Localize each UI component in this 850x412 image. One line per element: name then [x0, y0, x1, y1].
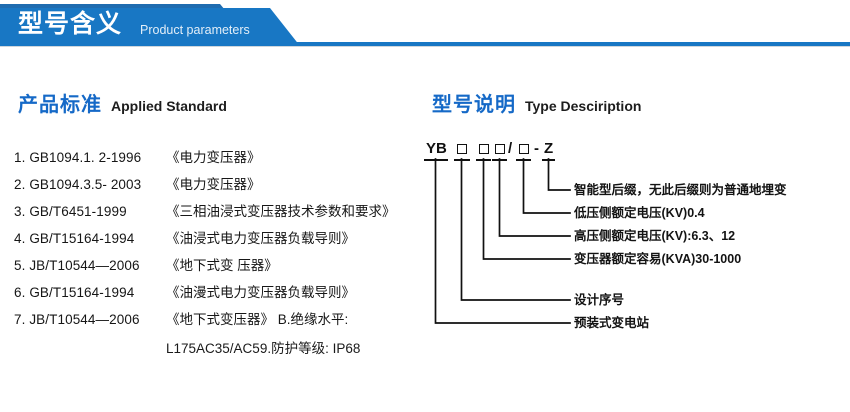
model-code-prefix: YB [426, 140, 447, 157]
model-code-suffix: Z [544, 140, 554, 157]
list-item: 1. GB1094.1. 2-1996 《电力变压器》 [14, 146, 434, 173]
model-code-box-4 [519, 144, 529, 154]
leader-design-serial [460, 158, 571, 301]
standard-name: 《地下式变压器》 B.绝缘水平: [166, 312, 349, 327]
section-heading-cn: 型号说明 [432, 94, 516, 116]
standard-name: 《油浸式电力变压器负载导则》 [166, 231, 355, 246]
banner-title: 型号含义 [18, 10, 123, 38]
list-item: 7. JB/T10544—2006 《地下式变压器》 B.绝缘水平: [14, 308, 434, 335]
leader-hv-rated-voltage [498, 158, 571, 237]
model-code-box-1 [457, 144, 467, 154]
standard-code: 7. JB/T10544—2006 [14, 312, 140, 327]
callout-hv-rated-voltage: 高压侧额定电压(KV):6.3、12 [574, 229, 736, 243]
standards-continuation: L175AC35/AC59.防护等级: IP68 [166, 341, 361, 356]
standard-code: 2. GB1094.3.5- 2003 [14, 177, 142, 192]
standard-name: 《油漫式电力变压器负载导则》 [166, 285, 355, 300]
banner-rule-line [288, 42, 850, 46]
standard-code: 1. GB1094.1. 2-1996 [14, 150, 142, 165]
model-code-slash: / [508, 140, 513, 157]
callout-smart-suffix: 智能型后缀，无此后缀则为普通地埋变 [574, 183, 787, 197]
list-item: 4. GB/T15164-1994 《油浸式电力变压器负载导则》 [14, 227, 434, 254]
model-code-diagram: YB / - Z 智能型后缀，无此后缀则为普通地埋变 低压侧额定电压(KV)0.… [420, 140, 850, 350]
model-code-box-3 [495, 144, 505, 154]
page-header-banner: 型号含义 Product parameters [0, 0, 850, 54]
standard-name: 《三相油浸式变压器技术参数和要求》 [166, 204, 396, 219]
standard-code: 5. JB/T10544—2006 [14, 258, 140, 273]
banner-subtitle: Product parameters [140, 23, 250, 37]
section-heading-type-description: 型号说明 Type Desciription [432, 88, 641, 117]
leader-smart-suffix [547, 158, 571, 191]
leader-lv-rated-voltage [522, 158, 571, 214]
model-code-box-2 [479, 144, 489, 154]
callout-lv-rated-voltage: 低压侧额定电压(KV)0.4 [574, 206, 705, 220]
standard-name: 《地下式变 压器》 [166, 258, 278, 273]
standard-code: 4. GB/T15164-1994 [14, 231, 135, 246]
standard-name: 《电力变压器》 [166, 150, 261, 165]
model-code-dash: - [534, 140, 539, 157]
leader-rated-capacity [482, 158, 571, 260]
callout-prefab-substation: 预装式变电站 [574, 316, 650, 330]
standard-code: 6. GB/T15164-1994 [14, 285, 135, 300]
list-item: 3. GB/T6451-1999 《三相油浸式变压器技术参数和要求》 [14, 200, 434, 227]
callout-rated-capacity: 变压器额定容易(KVA)30-1000 [574, 252, 742, 266]
leader-prefab-substation [434, 158, 571, 324]
list-item: 5. JB/T10544—2006 《地下式变 压器》 [14, 254, 434, 281]
list-item: 2. GB1094.3.5- 2003 《电力变压器》 [14, 173, 434, 200]
standard-name: 《电力变压器》 [166, 177, 261, 192]
callout-design-serial: 设计序号 [574, 293, 625, 307]
banner-main-shape [0, 8, 300, 46]
standard-code: 3. GB/T6451-1999 [14, 204, 127, 219]
banner-baseline [0, 46, 850, 47]
section-heading-applied-standard: 产品标准 Applied Standard [18, 88, 227, 117]
list-item: 6. GB/T15164-1994 《油漫式电力变压器负载导则》 [14, 281, 434, 308]
standards-list: 1. GB1094.1. 2-1996 《电力变压器》 2. GB1094.3.5… [14, 146, 434, 363]
leader-lines [434, 158, 571, 324]
section-heading-cn: 产品标准 [18, 94, 102, 116]
section-heading-en: Type Desciription [525, 98, 642, 114]
section-heading-en: Applied Standard [111, 98, 227, 114]
